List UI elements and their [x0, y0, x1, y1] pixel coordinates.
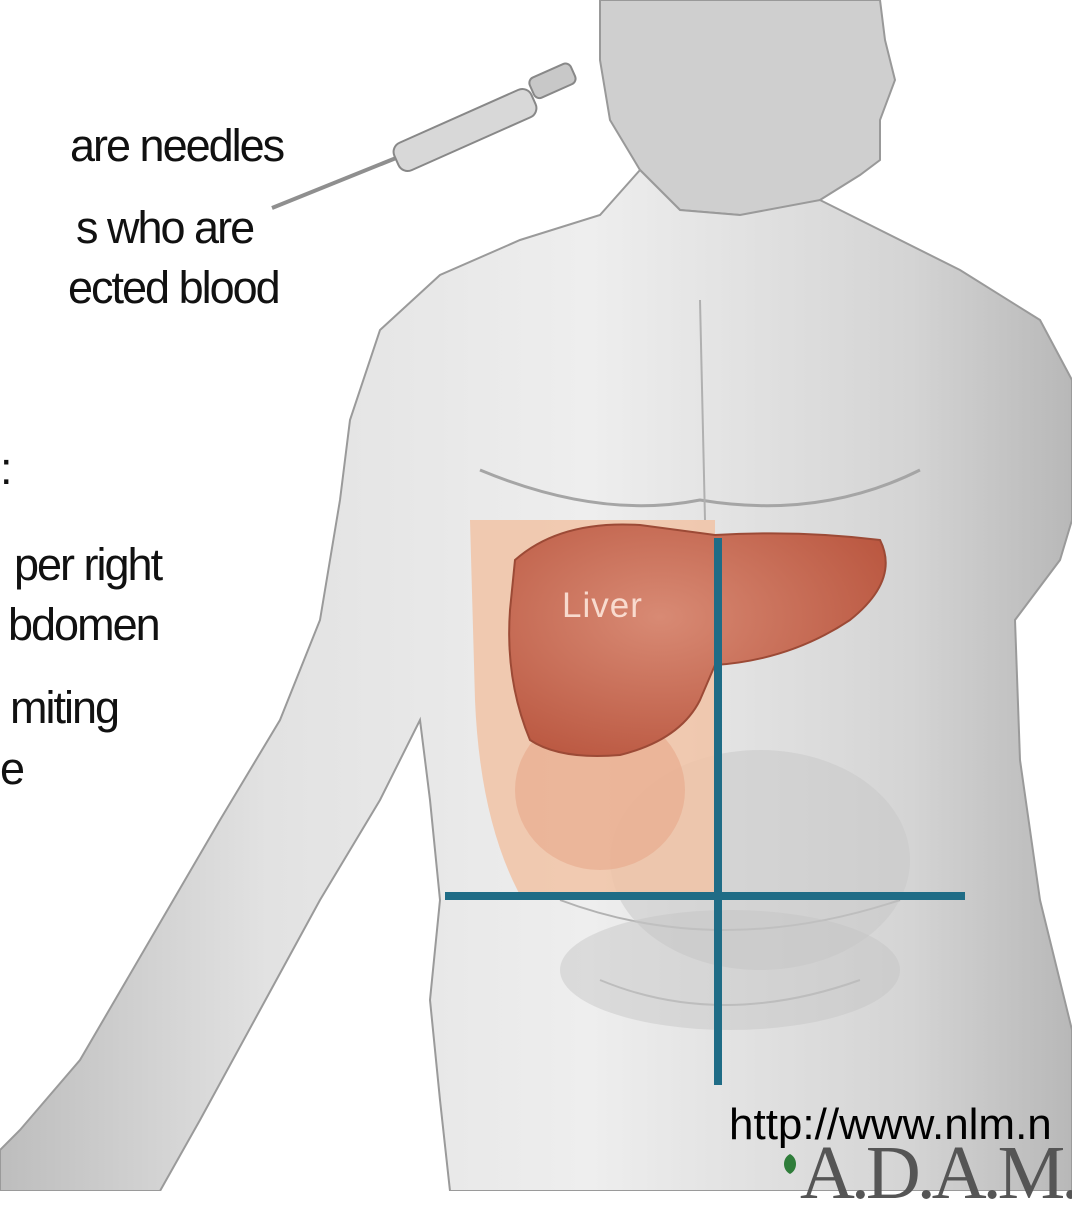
source-url: http://www.nlm.n: [729, 1100, 1052, 1150]
liver-label: Liver: [562, 586, 643, 626]
symptoms-heading: :: [0, 446, 11, 491]
symptom-line-4: e: [0, 746, 23, 791]
syringe-icon: [272, 62, 577, 208]
risk-text-line-3: ected blood: [68, 265, 279, 310]
risk-text-line-1: are needles: [70, 123, 283, 168]
adam-leaf-icon: [778, 1152, 802, 1176]
symptom-line-1: per right: [14, 542, 161, 587]
symptom-line-2: bdomen: [8, 602, 159, 647]
medical-illustration: are needles s who are ected blood : per …: [0, 0, 1072, 1191]
risk-text-line-2: s who are: [76, 205, 253, 250]
symptom-line-3: miting: [10, 685, 118, 730]
anatomy-figure: [0, 0, 1072, 1191]
